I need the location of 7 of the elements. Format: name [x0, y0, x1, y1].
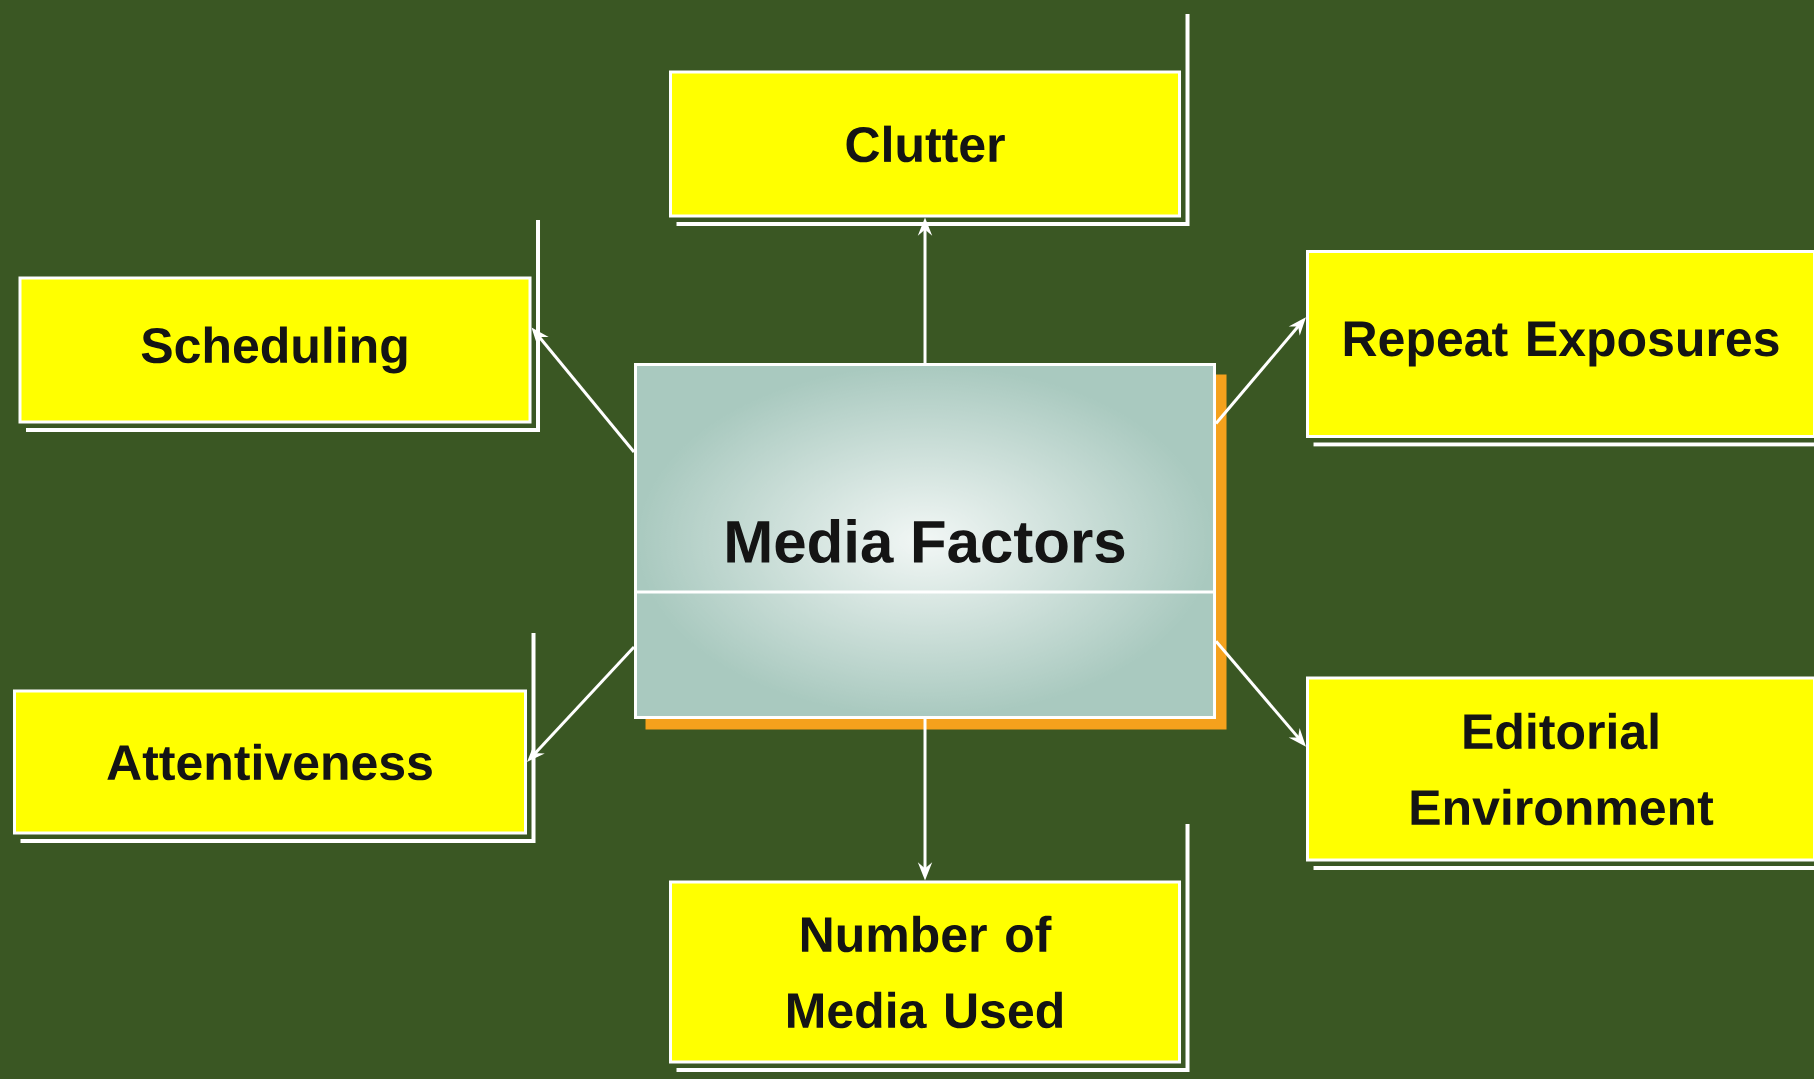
center-box: Media Factors	[634, 363, 1227, 730]
factor-box: Number of Media Used	[669, 824, 1190, 1072]
factor-box: Scheduling	[18, 220, 540, 432]
factor-box: Editorial Environment	[1306, 620, 1814, 870]
factor-box: Attentiveness	[13, 633, 536, 843]
factor-box: Repeat Exposures	[1306, 193, 1814, 447]
factor-box: Clutter	[669, 14, 1190, 226]
